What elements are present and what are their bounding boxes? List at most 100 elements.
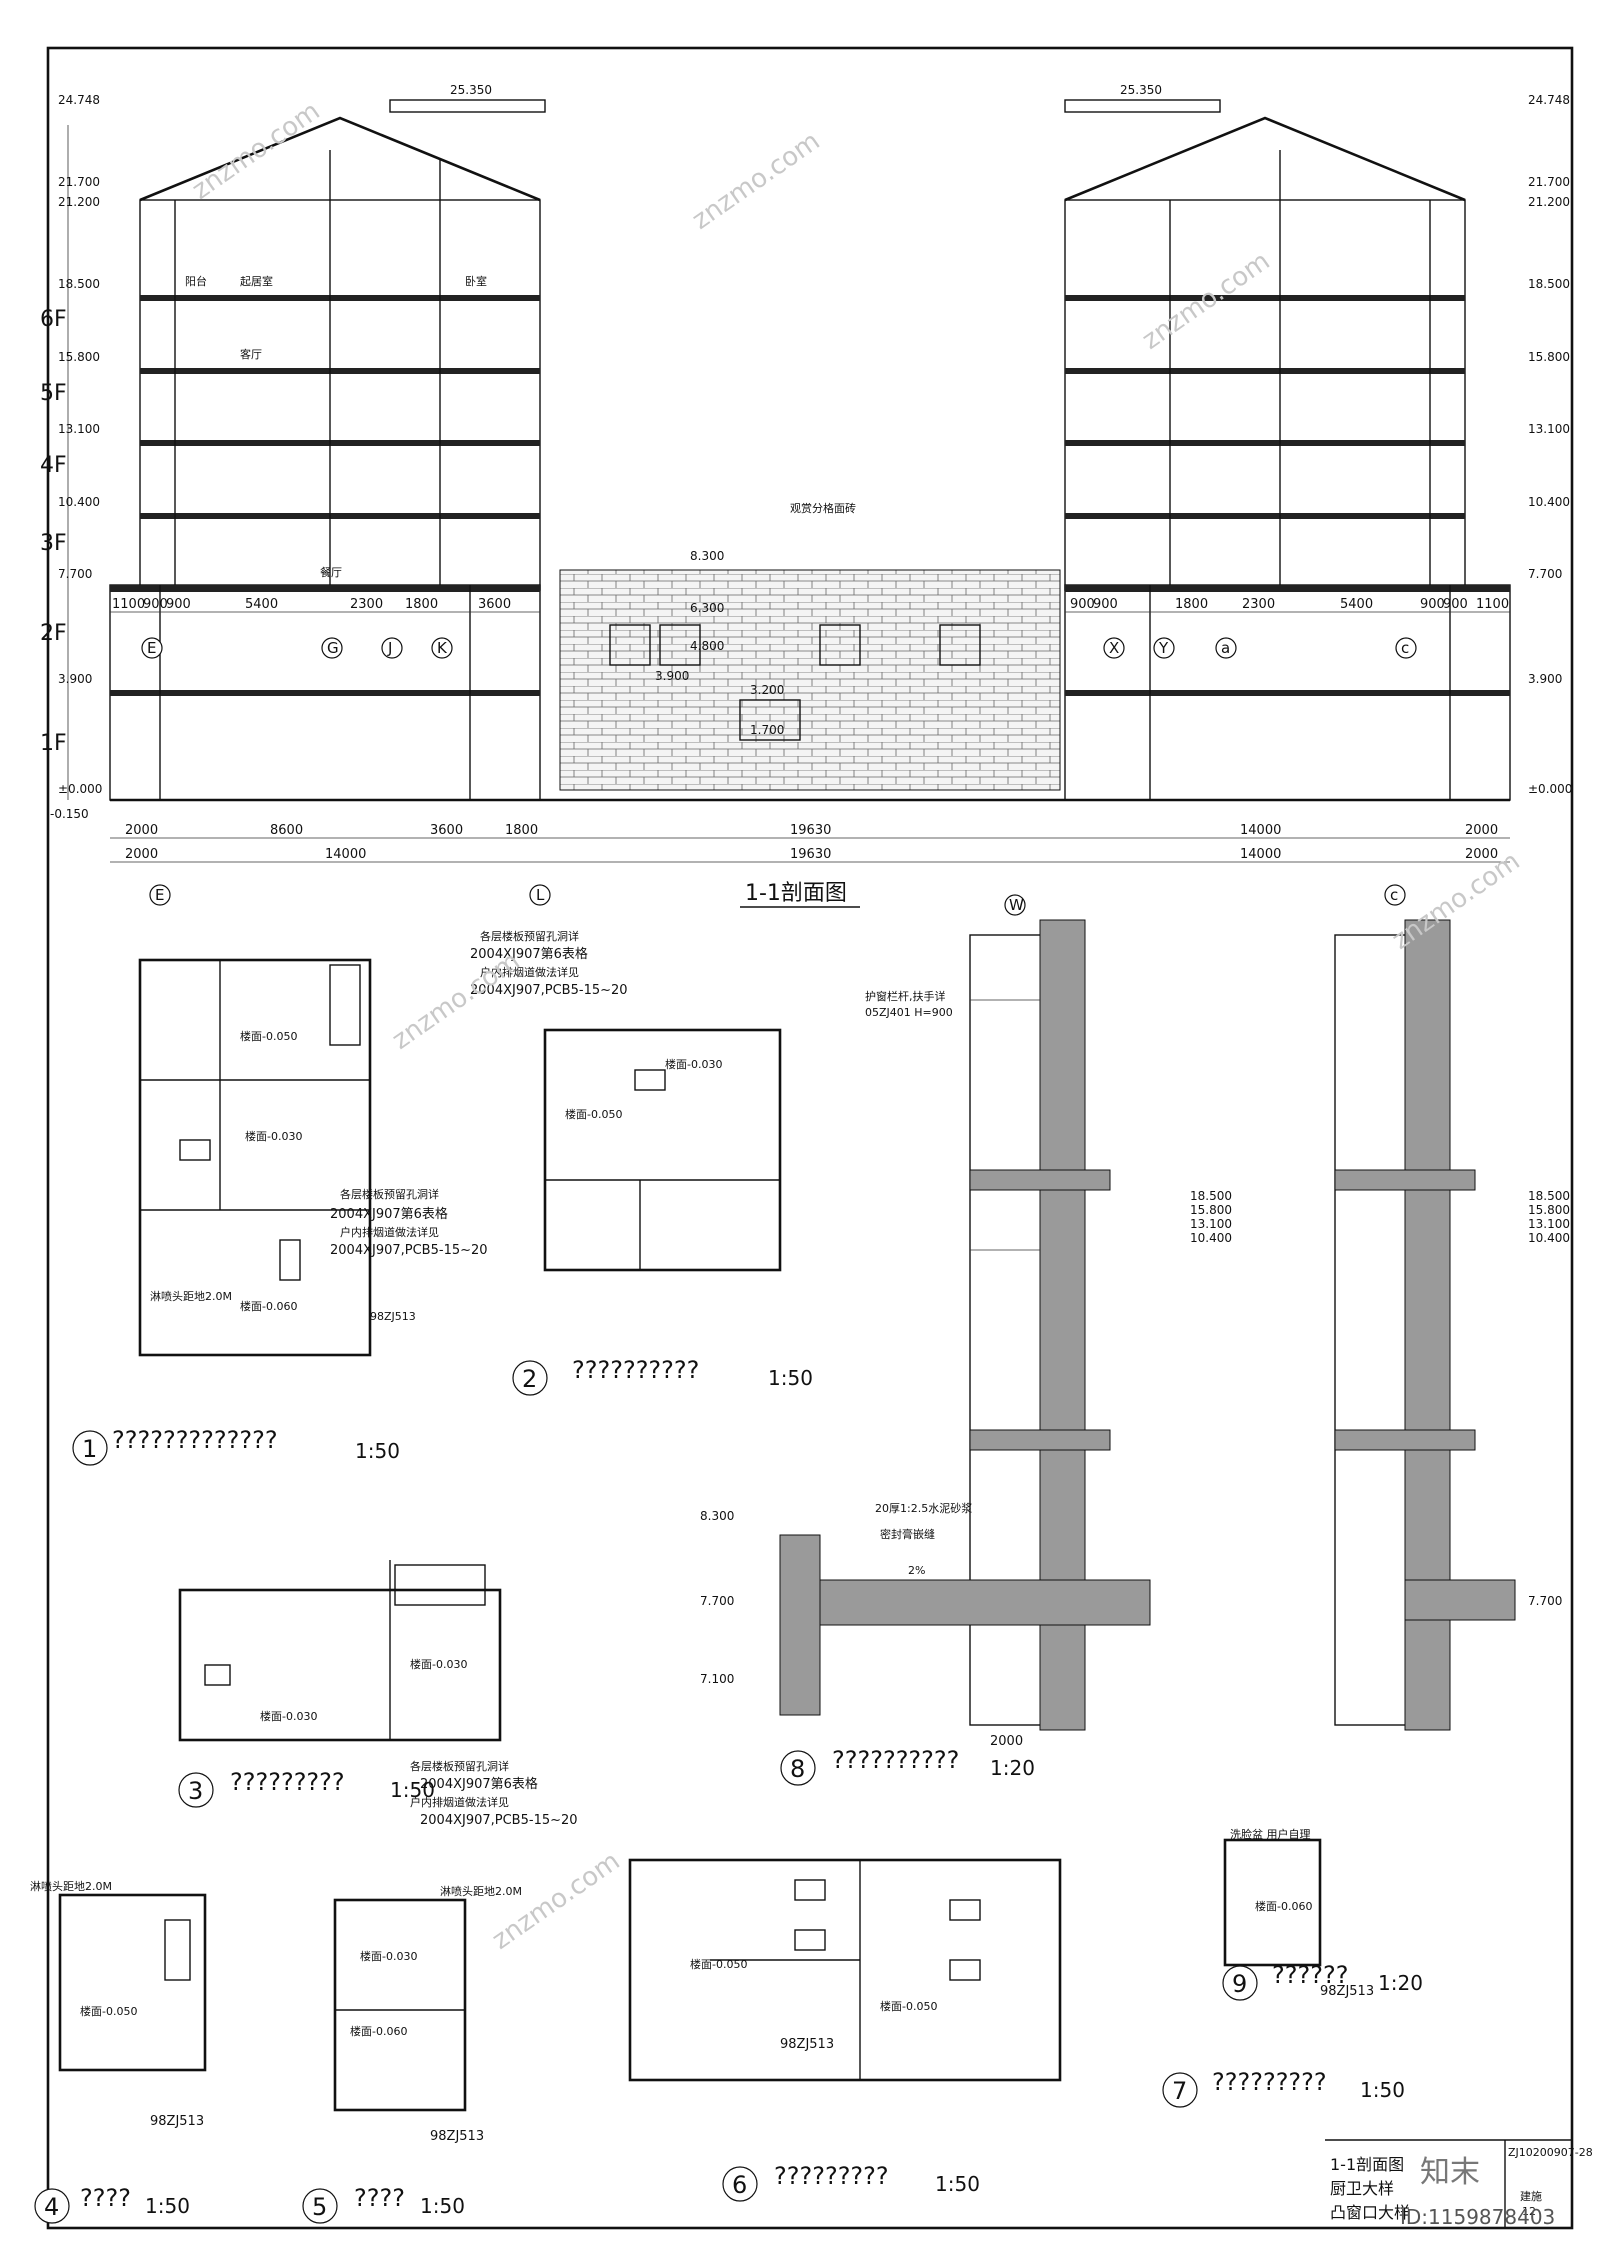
top-dim-right-3: 2300 — [1242, 597, 1275, 612]
top-dim-right-6: 900 — [1443, 597, 1468, 612]
grid-right-3: c — [1401, 639, 1409, 657]
d4-shower: 淋喷头距地2.0M — [30, 1880, 112, 1893]
bot-dim2-3: 14000 — [1240, 847, 1281, 862]
d2-ref3: 2004XJ907,PCB5-15~20 — [470, 983, 628, 998]
d8-note-sealant: 密封膏嵌缝 — [880, 1527, 935, 1541]
top-dim-left-2: 900 — [166, 597, 191, 612]
d5-shower: 淋喷头距地2.0M — [440, 1885, 522, 1898]
d8-note-rail: 护窗栏杆,扶手详 — [865, 989, 946, 1003]
caption-6-num: 6 — [732, 2171, 747, 2199]
brick-facade — [559, 569, 1061, 791]
tb-line1: 1-1剖面图 — [1330, 2155, 1404, 2174]
elev-left-6: 10.400 — [58, 495, 100, 509]
caption-2-text: ?????????? — [572, 1356, 699, 1384]
watermark-2: znzmo.com — [687, 126, 826, 236]
d2-hole: 各层楼板预留孔洞详 — [480, 929, 579, 943]
bot-dim1-1: 8600 — [270, 823, 303, 838]
floor-label-6f: 6F — [40, 307, 67, 332]
elev-left-7: 7.700 — [58, 567, 92, 581]
d6-floor: 楼面-0.050 — [690, 1957, 747, 1971]
d1-toilet: 98ZJ513 — [370, 1310, 416, 1323]
d8-width: 2000 — [990, 1734, 1023, 1749]
tb-id: ID:1159878403 — [1400, 2205, 1555, 2229]
elev-left-5: 13.100 — [58, 422, 100, 436]
d8-elev-5: 7.700 — [700, 1594, 734, 1608]
detail-7-plan — [1223, 1838, 1322, 1967]
section-1-1 — [67, 99, 1511, 802]
tb-drawing-no: ZJ10200907-28 — [1508, 2146, 1593, 2159]
elev-left-1: 21.700 — [58, 175, 100, 189]
elev-right-5: 13.100 — [1528, 422, 1570, 436]
bot-dim1-5: 14000 — [1240, 823, 1281, 838]
caption-1-text: ????????????? — [112, 1426, 278, 1454]
d7-basin: 洗脸盆 用户自理 — [1230, 1827, 1311, 1841]
floor-label-2f: 2F — [40, 621, 67, 646]
d3-hole: 各层楼板预留孔洞详 — [410, 1759, 509, 1773]
top-dim-left-0: 1100 — [112, 597, 145, 612]
d9-elev-5: 7.700 — [1528, 1594, 1562, 1608]
bot-dim1-2: 3600 — [430, 823, 463, 838]
elev-left-2: 21.200 — [58, 195, 100, 209]
detail-2-plan — [543, 1028, 782, 1272]
floor-label-3f: 3F — [40, 531, 67, 556]
d8-note-spec: 05ZJ401 H=900 — [865, 1006, 953, 1019]
d8-elev-0: 18.500 — [1190, 1189, 1232, 1203]
caption-8-scale: 1:20 — [990, 1756, 1035, 1780]
tb-dept: 建施 — [1520, 2189, 1542, 2203]
caption-7-text: ????????? — [1212, 2068, 1327, 2096]
grid-bottom-1: L — [536, 886, 545, 904]
ridge-right: 25.350 — [1120, 83, 1162, 97]
d1-shower: 淋喷头距地2.0M — [150, 1290, 232, 1303]
mid-elev-1: 6.300 — [690, 601, 724, 615]
room-dining: 餐厅 — [320, 565, 342, 579]
watermark-4: znzmo.com — [387, 946, 526, 1056]
floor-label-4f: 4F — [40, 453, 67, 478]
top-dim-left-4: 2300 — [350, 597, 383, 612]
room-living: 起居室 — [240, 274, 273, 288]
elev-right-1: 21.700 — [1528, 175, 1570, 189]
grid-bottom-3: c — [1390, 886, 1398, 904]
floor-label-1f: 1F — [40, 731, 67, 756]
slab-left-6f — [140, 295, 540, 301]
d1-floor2: 楼面-0.030 — [245, 1129, 302, 1143]
d1-ref1: 2004XJ907第6表格 — [330, 1206, 448, 1222]
caption-8-text: ?????????? — [832, 1746, 959, 1774]
grid-right-2: a — [1221, 639, 1230, 657]
elev-left-4: 15.800 — [58, 350, 100, 364]
elev-right-4: 15.800 — [1528, 350, 1570, 364]
elev-right-3: 18.500 — [1528, 277, 1570, 291]
wall-note: 观赏分格面砖 — [790, 501, 856, 515]
d8-note-mortar: 20厚1:2.5水泥砂浆 — [875, 1501, 972, 1515]
top-dim-right-0: 900 — [1070, 597, 1095, 612]
d8-elev-1: 15.800 — [1190, 1203, 1232, 1217]
detail-8-section — [779, 919, 1151, 1731]
caption-7-num: 7 — [1172, 2077, 1187, 2105]
d9-elev-1: 15.800 — [1528, 1203, 1570, 1217]
caption-8-num: 8 — [790, 1755, 805, 1783]
watermark-6: znzmo.com — [487, 1846, 626, 1956]
caption-4-text: ???? — [80, 2184, 131, 2212]
d3-ref1: 2004XJ907第6表格 — [420, 1776, 538, 1792]
bot-dim1-0: 2000 — [125, 823, 158, 838]
d2-ref1: 2004XJ907第6表格 — [470, 946, 588, 962]
section-title: 1-1剖面图 — [745, 881, 847, 906]
d5-floor: 楼面-0.030 — [360, 1949, 417, 1963]
elev-left-10: -0.150 — [50, 807, 89, 821]
caption-1-num: 1 — [82, 1435, 97, 1463]
d7-floor: 楼面-0.060 — [1255, 1899, 1312, 1913]
grid-bubbles-section — [141, 637, 1417, 659]
detail-1-plan — [138, 958, 372, 1357]
ridge-left: 25.350 — [450, 83, 492, 97]
d4-floor: 楼面-0.050 — [80, 2004, 137, 2018]
d8-elev-4: 8.300 — [700, 1509, 734, 1523]
d5-floor2: 楼面-0.060 — [350, 2024, 407, 2038]
top-dim-left-5: 1800 — [405, 597, 438, 612]
top-dim-right-4: 5400 — [1340, 597, 1373, 612]
tb-line3: 凸窗口大样 — [1330, 2203, 1410, 2222]
d1-floor3: 楼面-0.060 — [240, 1299, 297, 1313]
d3-floor: 楼面-0.030 — [260, 1709, 317, 1723]
grid-left-1: G — [327, 639, 339, 657]
top-dim-left-6: 3600 — [478, 597, 511, 612]
caption-9-text: ?????? — [1272, 1961, 1348, 1989]
